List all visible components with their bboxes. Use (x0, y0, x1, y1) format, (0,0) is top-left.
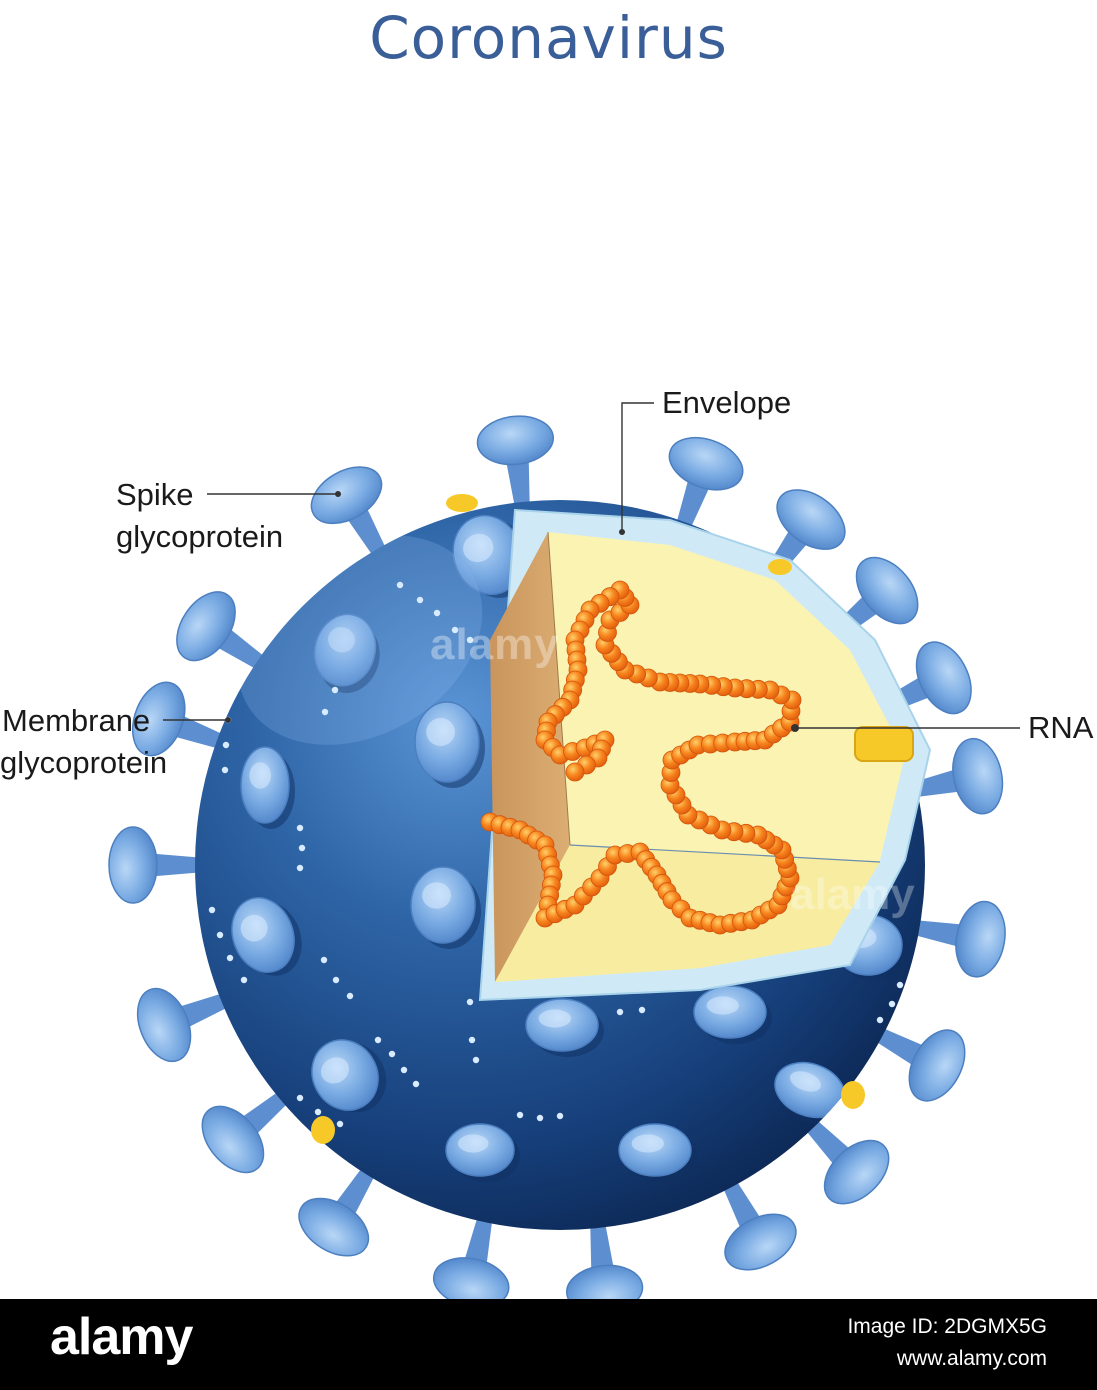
membrane-glycoprotein-icon (208, 906, 216, 914)
protein-yellow-top (446, 494, 478, 512)
surface-spike-icon (410, 866, 481, 949)
label-envelope: Envelope (662, 385, 792, 420)
membrane-glycoprotein-icon (416, 596, 424, 604)
membrane-glycoprotein-icon (222, 741, 230, 749)
membrane-glycoprotein-icon (240, 976, 248, 984)
membrane-glycoprotein-icon (556, 1112, 564, 1120)
membrane-glycoprotein-icon (638, 1006, 646, 1014)
membrane-glycoprotein-icon (374, 1036, 382, 1044)
surface-spike-icon (311, 1039, 387, 1113)
footer-bar: alamy Image ID: 2DGMX5G www.alamy.com (0, 1299, 1097, 1390)
label-membrane-line2: glycoprotein (0, 745, 168, 780)
membrane-glycoprotein-icon (876, 1016, 884, 1024)
membrane-glycoprotein-icon (466, 998, 474, 1006)
spike-glycoprotein-icon (310, 466, 389, 562)
spike-glycoprotein-icon (432, 1210, 510, 1299)
label-spike-line1: Spike (116, 477, 194, 512)
membrane-glycoprotein-icon (388, 1050, 396, 1058)
protein-yellow-left (311, 1116, 335, 1144)
membrane-glycoprotein-icon (320, 956, 328, 964)
membrane-glycoprotein-icon (896, 981, 904, 989)
spike-glycoprotein-icon (905, 737, 1004, 815)
surface-spike-icon (445, 1123, 520, 1182)
spike-glycoprotein-icon (108, 826, 205, 904)
spike-glycoprotein-icon (131, 681, 229, 757)
membrane-glycoprotein-icon (433, 609, 441, 617)
label-spike-line2: glycoprotein (116, 519, 284, 554)
membrane-glycoprotein-icon (466, 636, 474, 644)
membrane-glycoprotein-icon (888, 1000, 896, 1008)
protein-yellow-right (854, 726, 914, 762)
membrane-glycoprotein-icon (536, 1114, 544, 1122)
membrane-glycoprotein-icon (468, 1036, 476, 1044)
membrane-glycoprotein-icon (336, 1120, 344, 1128)
membrane-glycoprotein-icon (451, 626, 459, 634)
spike-glycoprotein-icon (668, 436, 744, 534)
membrane-glycoprotein-icon (332, 976, 340, 984)
spike-glycoprotein-icon (476, 415, 554, 513)
spike-glycoprotein-icon (566, 1217, 644, 1299)
envelope-leader-line (621, 402, 654, 532)
membrane-glycoprotein-icon (516, 1111, 524, 1119)
membrane-glycoprotein-icon (412, 1080, 420, 1088)
spike-glycoprotein-icon (136, 987, 234, 1063)
membrane-glycoprotein-icon (296, 824, 304, 832)
surface-spike-icon (693, 985, 772, 1044)
surface-spike-icon (313, 613, 380, 693)
membrane-glycoprotein-icon (314, 1108, 322, 1116)
spike-glycoprotein-icon (908, 900, 1006, 978)
footer-url: www.alamy.com (896, 1347, 1047, 1370)
diagram-title: Coronavirus (369, 4, 728, 72)
label-rna: RNA (1028, 710, 1094, 745)
spike-glycoprotein-icon (801, 1115, 890, 1205)
membrane-glycoprotein-icon (331, 686, 339, 694)
membrane-glycoprotein-icon (296, 864, 304, 872)
membrane-glycoprotein-icon (221, 766, 229, 774)
membrane-glycoprotein-icon (486, 500, 494, 501)
label-membrane-line1: Membrane (2, 703, 151, 738)
membrane-glycoprotein-icon (396, 581, 404, 589)
surface-spike-icon (240, 746, 295, 829)
spike-glycoprotein-icon (176, 591, 270, 673)
surface-spike-icon (414, 701, 485, 788)
coronavirus-illustration (108, 402, 1020, 1299)
membrane-glycoprotein-icon (400, 1066, 408, 1074)
surface-spike-icon (525, 998, 604, 1057)
rna-strand (480, 580, 802, 935)
rna-bead-icon (565, 762, 585, 782)
membrane-glycoprotein-icon (321, 708, 329, 716)
watermark-text-2: alamy (790, 870, 915, 919)
footer-image-id: Image ID: 2DGMX5G (847, 1315, 1047, 1338)
surface-spike-icon (231, 897, 302, 976)
protein-yellow-upper-right (768, 559, 792, 575)
membrane-glycoprotein-icon (296, 1094, 304, 1102)
watermark-text: alamy (430, 620, 560, 669)
spike-glycoprotein-icon (201, 1087, 293, 1174)
surface-spike-icon (618, 1123, 697, 1182)
spike-glycoprotein-icon (720, 1175, 797, 1271)
membrane-glycoprotein-icon (298, 844, 306, 852)
protein-yellow-bottom-right (841, 1081, 865, 1109)
membrane-glycoprotein-icon (346, 992, 354, 1000)
membrane-glycoprotein-icon (216, 931, 224, 939)
membrane-glycoprotein-icon (472, 1056, 480, 1064)
spike-glycoprotein-icon (870, 1025, 966, 1102)
spike-glycoprotein-icon (298, 1162, 378, 1257)
membrane-glycoprotein-icon (226, 954, 234, 962)
footer-logo: alamy (50, 1308, 193, 1366)
membrane-glycoprotein-icon (616, 1008, 624, 1016)
membrane-glycoprotein-icon (502, 491, 508, 497)
